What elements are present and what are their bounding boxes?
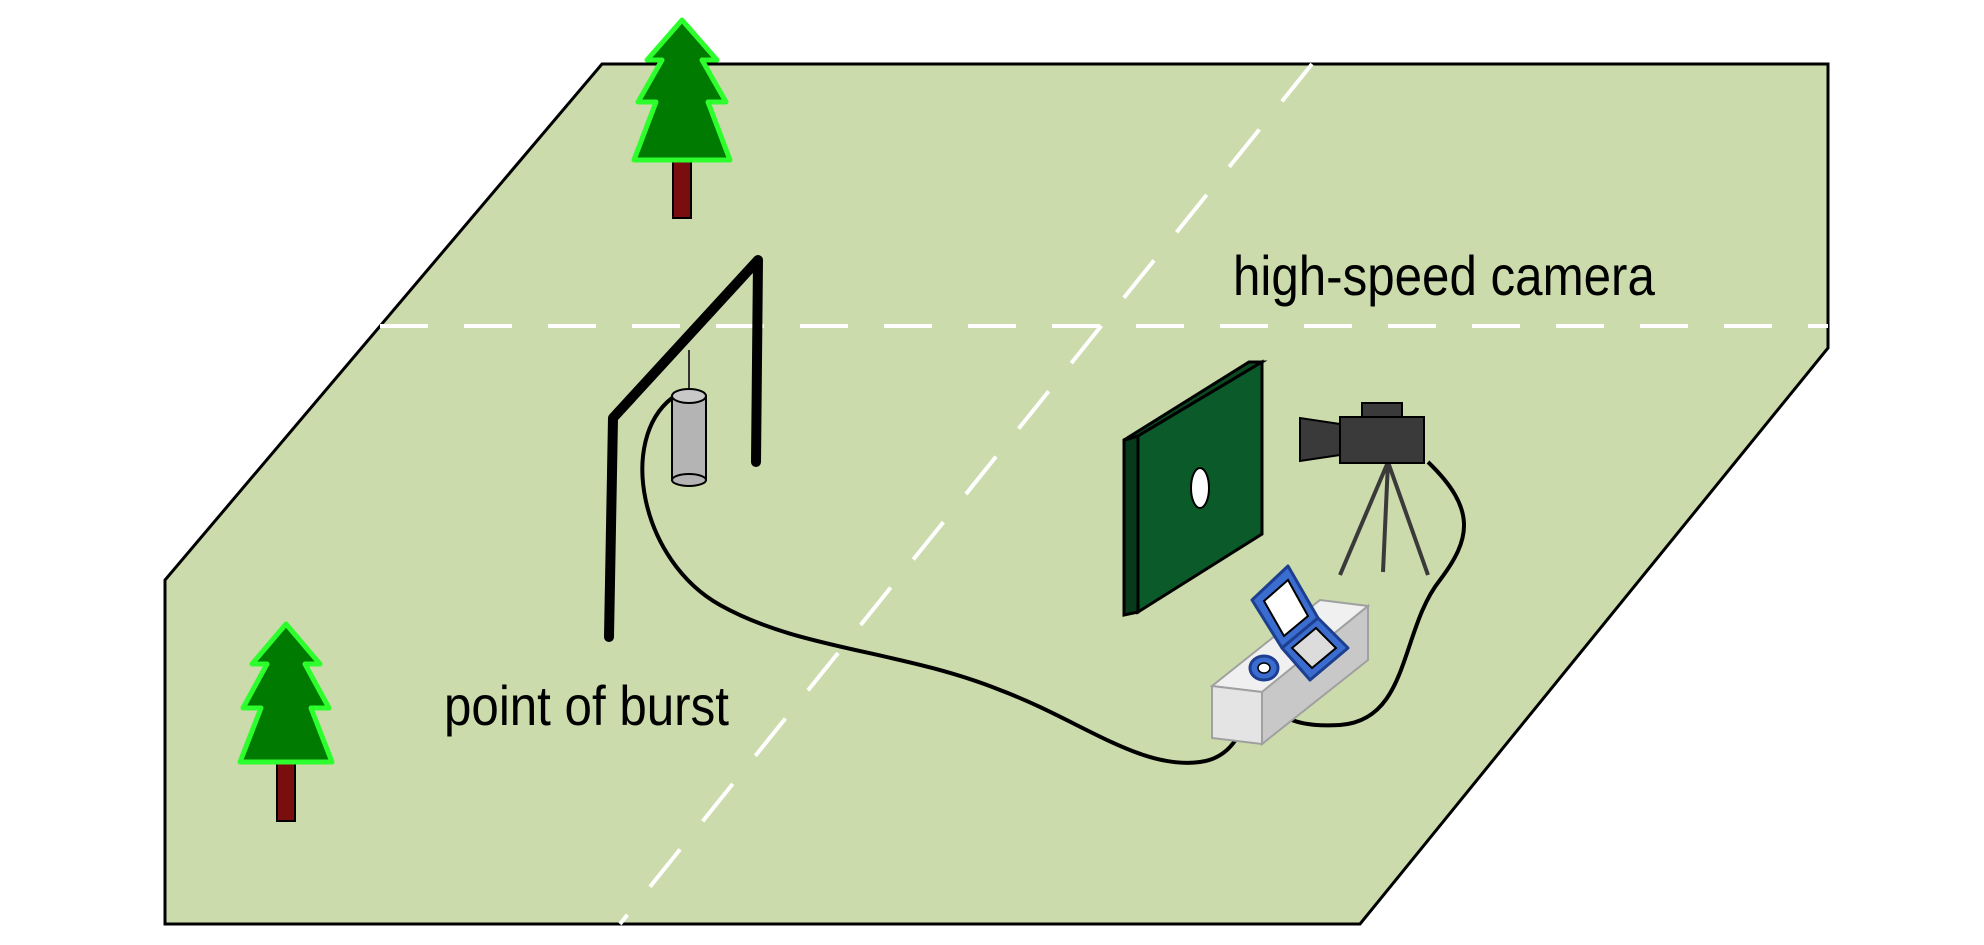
canister-icon bbox=[671, 388, 707, 487]
canister-body bbox=[671, 395, 707, 481]
board-side bbox=[1122, 434, 1140, 617]
camera-lens bbox=[1299, 416, 1341, 463]
tree-icon bbox=[631, 17, 733, 219]
tree-foliage bbox=[237, 621, 335, 765]
ground-plane bbox=[163, 62, 1830, 926]
gallows-frame bbox=[604, 255, 763, 642]
tripod-icon bbox=[1338, 461, 1430, 576]
target-board-icon bbox=[1122, 359, 1268, 617]
tree-trunk bbox=[672, 157, 692, 219]
tripod-leg bbox=[1386, 461, 1430, 576]
laptop-screen bbox=[1262, 578, 1310, 638]
tripod-leg bbox=[1381, 461, 1390, 573]
camera-body bbox=[1339, 416, 1425, 464]
canister-bottom bbox=[671, 473, 707, 487]
point-of-burst-label: point of burst bbox=[444, 674, 729, 737]
camera-label: high-speed camera bbox=[1233, 244, 1655, 307]
video-camera-icon bbox=[1299, 402, 1425, 464]
board-hole bbox=[1190, 467, 1210, 509]
diagonal-dashed-line bbox=[618, 62, 1314, 926]
table-front bbox=[1211, 684, 1263, 746]
trigger-cable bbox=[640, 396, 1267, 765]
canister-top bbox=[671, 388, 707, 404]
laptop-port bbox=[1257, 662, 1271, 674]
tree-foliage bbox=[631, 17, 733, 163]
gallows-icon bbox=[604, 255, 763, 642]
tripod-leg bbox=[1338, 461, 1390, 576]
laptop-icon bbox=[1248, 564, 1350, 682]
laptop-keyboard bbox=[1290, 626, 1338, 670]
tree-icon bbox=[237, 621, 335, 822]
tree-trunk bbox=[276, 756, 296, 822]
